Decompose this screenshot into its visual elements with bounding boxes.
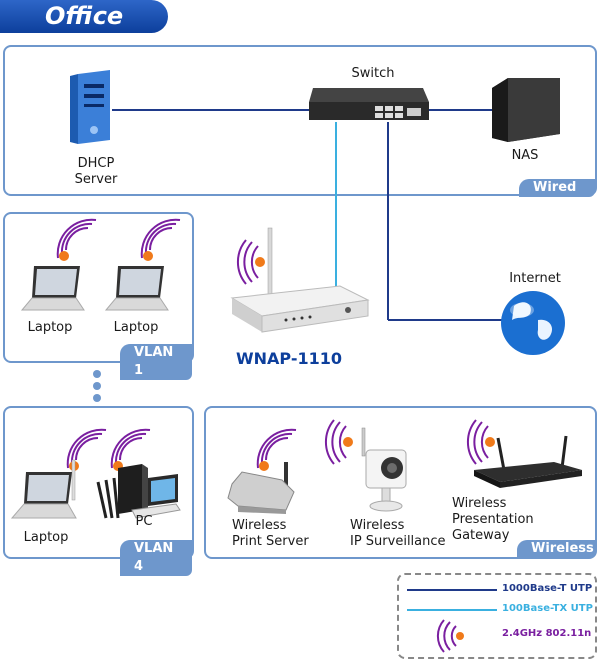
gateway-label-1: Wireless (452, 496, 507, 511)
legend-label-1000: 1000Base-T UTP (502, 583, 593, 594)
ip-camera-icon (361, 427, 407, 512)
switch-label: Switch (351, 66, 395, 81)
vlan1-tag: VLAN 1 (120, 344, 192, 380)
nas-label: NAS (511, 148, 539, 163)
laptop-label-c: Laptop (23, 530, 69, 545)
globe-icon (501, 291, 565, 355)
vlan1-panel (3, 212, 194, 363)
model-label: WNAP-1110 (236, 349, 343, 368)
internet-label: Internet (509, 271, 561, 286)
wifi-signal-icon (236, 239, 265, 285)
gateway-label-2: Presentation Gateway (452, 512, 534, 543)
laptop-label-a: Laptop (27, 320, 73, 335)
page-title: Office (0, 0, 168, 33)
vlan4-tag: VLAN 4 (120, 540, 192, 576)
wired-tag: Wired (519, 179, 595, 197)
legend-line-100 (407, 609, 497, 611)
wifi-signal-icon (140, 218, 181, 261)
laptop-icon (20, 266, 85, 311)
ipcam-label-2: IP Surveillance (350, 534, 446, 549)
wireless-tag: Wireless (517, 540, 595, 558)
wifi-signal-icon (436, 619, 464, 653)
print-label-2: Print Server (232, 534, 309, 549)
ipcam-label-1: Wireless (350, 518, 405, 533)
dhcp-label-1: DHCP (77, 156, 115, 171)
legend-label-100: 100Base-TX UTP (502, 603, 593, 614)
wifi-signal-icon (324, 419, 353, 465)
laptop-icon (104, 266, 169, 311)
nas-icon (492, 78, 560, 142)
switch-icon (309, 88, 429, 120)
server-icon (70, 70, 110, 144)
wifi-signal-icon (466, 419, 495, 465)
wifi-signal-icon (56, 218, 97, 261)
print-label-1: Wireless (232, 518, 287, 533)
laptop-label-b: Laptop (113, 320, 159, 335)
pc-label: PC (135, 514, 153, 529)
laptop-icon (10, 459, 77, 519)
gateway-icon (474, 435, 582, 488)
dhcp-label-2: Server (74, 172, 118, 187)
router-icon (230, 227, 370, 333)
pc-icon (96, 464, 181, 519)
print-server-icon (227, 462, 295, 514)
legend-line-1000 (407, 589, 497, 591)
legend (397, 573, 597, 659)
legend-label-wifi: 2.4GHz 802.11n (502, 628, 592, 639)
wifi-signal-icon (256, 428, 297, 471)
